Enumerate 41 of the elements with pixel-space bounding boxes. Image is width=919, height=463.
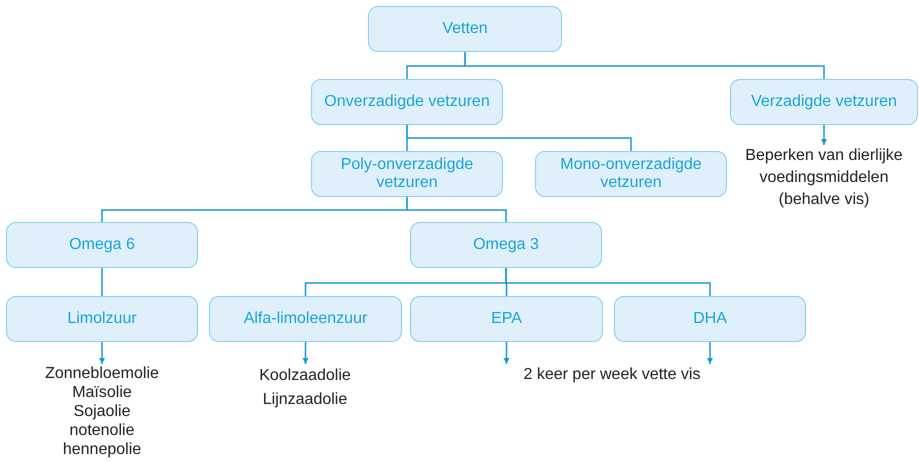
example-text: notenolie [70,421,134,440]
box-label: EPA [491,310,522,328]
box-label: Verzadigde vetzuren [751,93,897,111]
category-box [6,222,198,268]
category-box [730,79,918,125]
category-box [410,296,603,342]
arrow [707,342,713,364]
category-box [311,79,503,125]
example-text: Zonnebloemolie [45,364,159,383]
category-box [6,296,198,342]
example-text: Maïsolie [72,383,132,402]
example-text: Lijnzaadolie [262,390,348,410]
connector-line [505,268,711,296]
box-label: Omega 3 [473,236,539,254]
box-label: Vetten [442,20,488,38]
connector-line [464,52,825,79]
box-label: Omega 6 [69,236,135,254]
example-text: Sojaolie [74,402,130,421]
arrow [504,342,510,364]
category-box [209,296,402,342]
example-text: Beperken van dierlijke voedingsmiddelen (behalve vis) [744,146,904,210]
category-box [311,151,503,197]
connector-line [406,197,507,222]
box-label: Poly-onverzadigde vetzuren [340,156,474,192]
connector-line [101,268,103,296]
box-label: Mono-onverzadigde vetzuren [559,156,703,192]
arrow [99,342,105,364]
box-label: Limolzuur [67,310,137,328]
category-box [410,222,602,268]
box-label: DHA [693,310,727,328]
arrow [821,125,827,145]
category-box [614,296,806,342]
category-box [368,6,562,52]
category-box [535,151,727,197]
box-label: Alfa-limoleenzuur [244,310,368,328]
box-label: Onverzadigde vetzuren [324,93,490,111]
example-text: Koolzaadolie [259,366,351,386]
example-text: 2 keer per week vette vis [524,365,700,385]
connector-line [406,125,632,151]
example-text: hennepolie [62,440,142,459]
arrow [302,342,308,364]
